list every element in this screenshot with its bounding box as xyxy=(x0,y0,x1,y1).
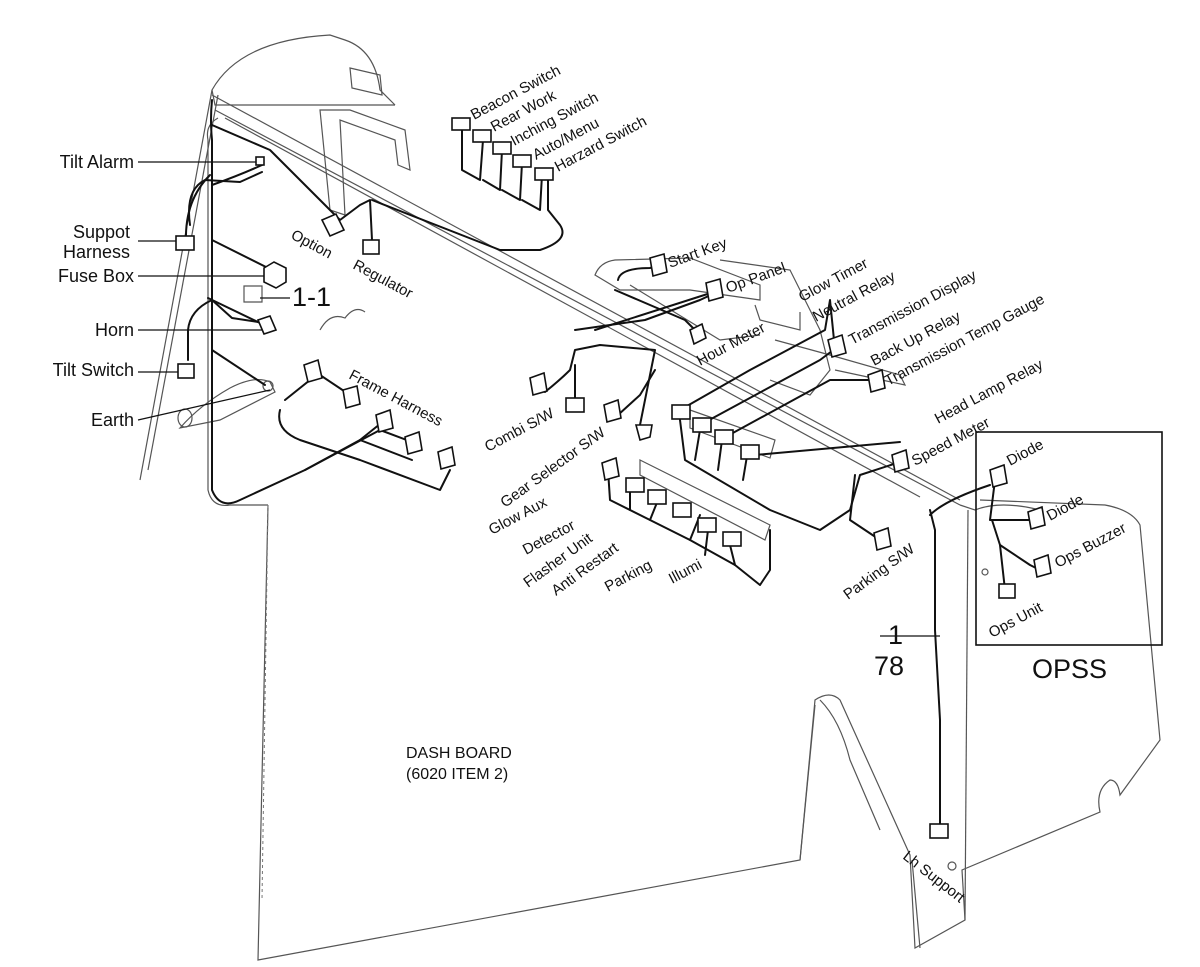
connector-frame-harness-3 xyxy=(375,408,394,434)
leader-lines xyxy=(137,161,940,637)
connector-frame-harness-4 xyxy=(404,430,423,456)
connector-parking xyxy=(697,517,717,533)
connector-tilt-alarm xyxy=(255,156,265,166)
label-item-1-1: 1-1 xyxy=(292,282,331,312)
connector-relay-3 xyxy=(714,429,734,445)
label-hour-meter: Hour Meter xyxy=(694,319,768,369)
connector-beacon-switch xyxy=(451,117,471,131)
label-frame-harness: Frame Harness xyxy=(346,367,445,431)
connector-lh-support xyxy=(929,823,949,839)
harness-wires xyxy=(184,99,1041,826)
label-parking: Parking xyxy=(602,557,655,596)
connector-diode-2 xyxy=(1027,505,1046,531)
connector-transmission-temp-gauge xyxy=(867,368,886,394)
connector-inching-switch xyxy=(492,141,512,155)
label-combi-sw: Combi S/W xyxy=(482,405,558,456)
label-speed-meter: Speed Meter xyxy=(909,414,993,469)
label-earth: Earth xyxy=(91,410,134,430)
connector-horn xyxy=(256,315,278,335)
connector-suppot-harness xyxy=(175,235,195,251)
label-lh-support: Lh Support xyxy=(900,848,969,907)
connector-op-panel xyxy=(705,277,724,303)
connector-glow-aux xyxy=(601,456,620,482)
connector-option xyxy=(320,212,346,238)
label-ops-unit: Ops Unit xyxy=(986,599,1046,642)
connector-frame-harness-2 xyxy=(342,384,361,410)
label-tilt-switch: Tilt Switch xyxy=(53,360,134,380)
connector-back-up-relay xyxy=(692,417,712,433)
connectors xyxy=(175,117,1052,839)
connector-anti-restart xyxy=(672,502,692,518)
connector-gear-selector-2 xyxy=(634,424,653,442)
label-dash-board: DASH BOARD xyxy=(406,745,512,762)
connector-rear-work xyxy=(472,129,492,143)
connector-flasher-unit xyxy=(647,489,667,505)
fuse-box-icon xyxy=(263,261,287,289)
connector-illumi xyxy=(722,531,742,547)
label-ops-buzzer: Ops Buzzer xyxy=(1052,520,1129,572)
opss-box xyxy=(975,431,1163,646)
connector-frame-harness-1 xyxy=(303,358,323,383)
connector-frame-harness-5 xyxy=(437,445,456,471)
connector-combi-sw-1 xyxy=(529,371,548,397)
label-start-key: Start Key xyxy=(666,235,730,272)
label-dash-board-item: (6020 ITEM 2) xyxy=(406,766,508,783)
connector-harzard-switch xyxy=(534,167,554,181)
connector-hour-meter xyxy=(689,322,707,346)
label-diode-2: Diode xyxy=(1044,491,1087,524)
connector-ops-buzzer xyxy=(1033,553,1052,579)
connector-head-lamp-relay xyxy=(740,444,760,460)
label-item-78: 78 xyxy=(874,651,904,681)
label-tilt-alarm: Tilt Alarm xyxy=(60,152,134,172)
connector-tilt-switch xyxy=(177,363,195,379)
left-labels: Tilt Alarm Suppot Harness Fuse Box Horn … xyxy=(53,152,134,430)
connector-neutral-relay xyxy=(671,404,691,420)
label-head-lamp-relay: Head Lamp Relay xyxy=(932,356,1046,428)
connector-gear-selector-1 xyxy=(603,398,622,424)
connector-auto-menu xyxy=(512,154,532,168)
connector-detector xyxy=(625,477,645,493)
connector-parking-sw xyxy=(873,526,892,552)
label-suppot-harness-line1: Suppot xyxy=(73,222,130,242)
connector-start-key xyxy=(649,252,668,278)
connector-speed-meter xyxy=(891,448,910,474)
connector-regulator xyxy=(362,239,380,255)
label-item-1: 1 xyxy=(888,620,903,650)
label-illumi: Illumi xyxy=(666,556,705,587)
label-regulator: Regulator xyxy=(350,257,415,303)
connector-transmission-display xyxy=(827,333,847,358)
label-diode-1: Diode xyxy=(1004,436,1047,469)
label-opss: OPSS xyxy=(1032,654,1107,684)
connector-combi-sw-2 xyxy=(565,397,585,413)
label-fuse-box: Fuse Box xyxy=(58,266,134,286)
label-suppot-harness-line2: Harness xyxy=(63,242,130,262)
connector-diode-1 xyxy=(989,463,1008,489)
label-horn: Horn xyxy=(95,320,134,340)
connector-ops-unit xyxy=(998,583,1016,599)
